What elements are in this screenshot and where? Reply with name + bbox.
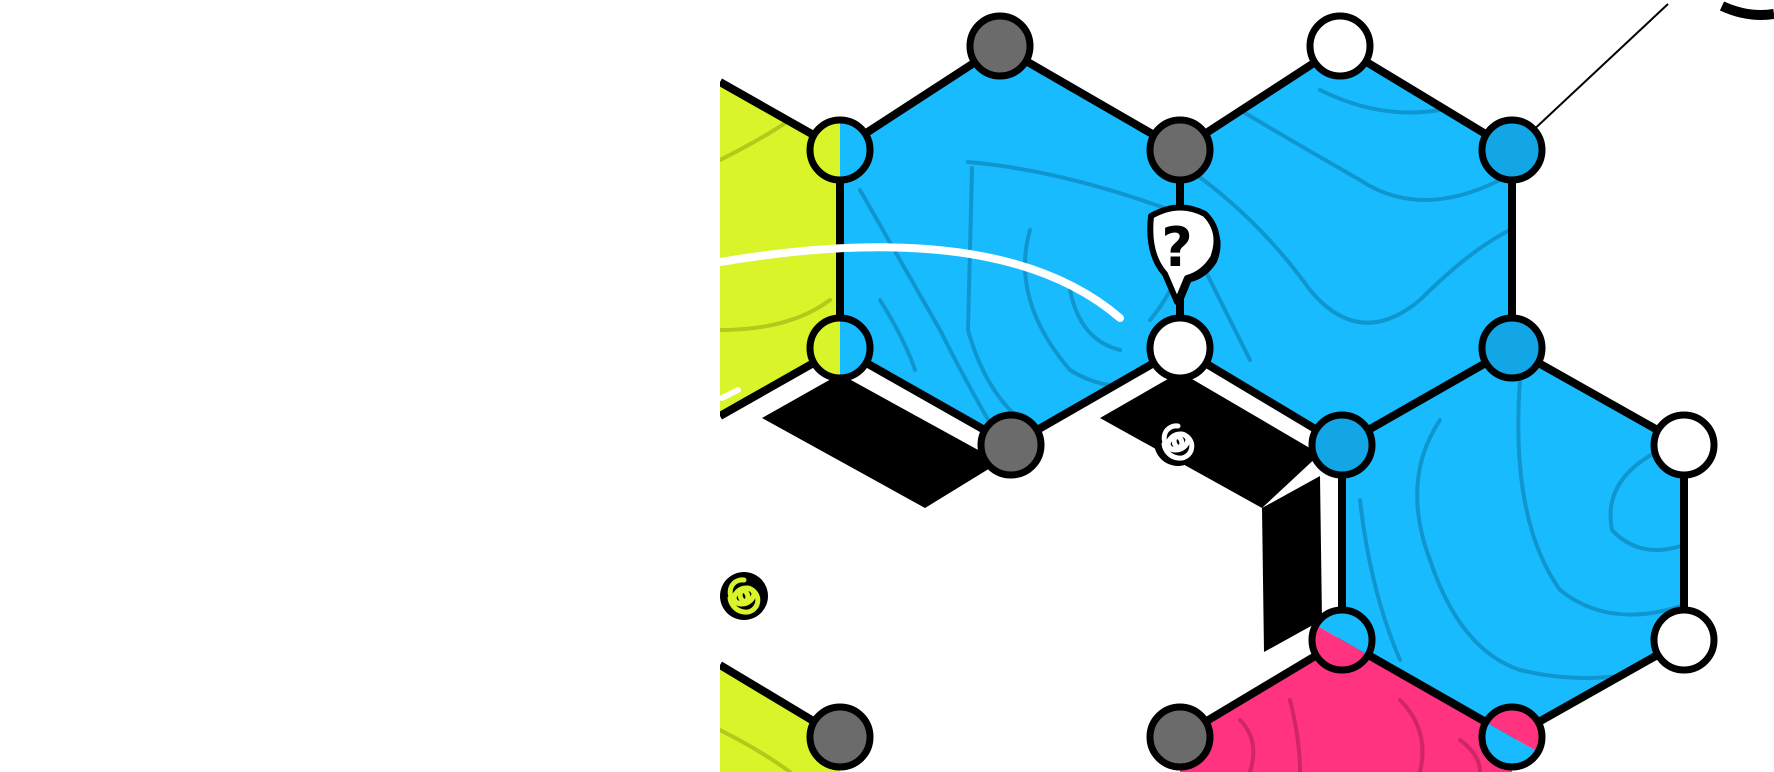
node-mid-right[interactable] bbox=[1478, 314, 1546, 382]
tile-blue-right[interactable] bbox=[1342, 348, 1684, 737]
question-glyph: ? bbox=[1161, 216, 1192, 279]
node-top-2[interactable] bbox=[1306, 12, 1374, 80]
terrain-tiles bbox=[720, 46, 1684, 772]
hex-edge bbox=[997, 42, 1183, 154]
node-pink-blue-split[interactable] bbox=[1308, 606, 1376, 674]
question-mark-icon bbox=[1147, 204, 1220, 305]
node-mid-center[interactable] bbox=[1146, 314, 1214, 382]
spiral-icon bbox=[1161, 423, 1195, 461]
board-nodes bbox=[806, 12, 1718, 771]
swoosh-tick bbox=[719, 387, 741, 401]
node-bottom-center[interactable] bbox=[1146, 703, 1214, 771]
corner-arc bbox=[1719, 1, 1774, 20]
node-far-right-upper[interactable] bbox=[1650, 411, 1718, 479]
node-mid-split[interactable] bbox=[806, 314, 874, 382]
node-upper-right[interactable] bbox=[1478, 116, 1546, 184]
tile-lime-upper-left[interactable] bbox=[720, 82, 840, 416]
swoosh-arc bbox=[716, 243, 1124, 322]
node-top-1[interactable] bbox=[966, 12, 1034, 80]
cliff-shadow-wall bbox=[1262, 476, 1322, 652]
node-upper-split[interactable] bbox=[806, 116, 874, 184]
node-far-right-lower[interactable] bbox=[1650, 606, 1718, 674]
cliff-shadows bbox=[762, 372, 1322, 652]
route-line bbox=[1511, 3, 1669, 151]
tile-pink-bottom[interactable] bbox=[1180, 640, 1512, 772]
node-bottom-left[interactable] bbox=[806, 703, 874, 771]
spiral-icon bbox=[727, 577, 761, 615]
question-badge[interactable]: ? bbox=[1147, 204, 1221, 306]
node-upper-center[interactable] bbox=[1146, 116, 1214, 184]
node-lower-left[interactable] bbox=[977, 411, 1045, 479]
cliff-shadow-center bbox=[1100, 372, 1320, 508]
node-bottom-split[interactable] bbox=[1478, 703, 1546, 771]
spiral-token-lime[interactable] bbox=[720, 572, 768, 620]
spiral-token-white[interactable] bbox=[1154, 418, 1202, 466]
cliff-shadow-left bbox=[762, 374, 1000, 508]
tile-blue-top-right[interactable] bbox=[1180, 46, 1512, 445]
node-lower-center[interactable] bbox=[1308, 411, 1376, 479]
